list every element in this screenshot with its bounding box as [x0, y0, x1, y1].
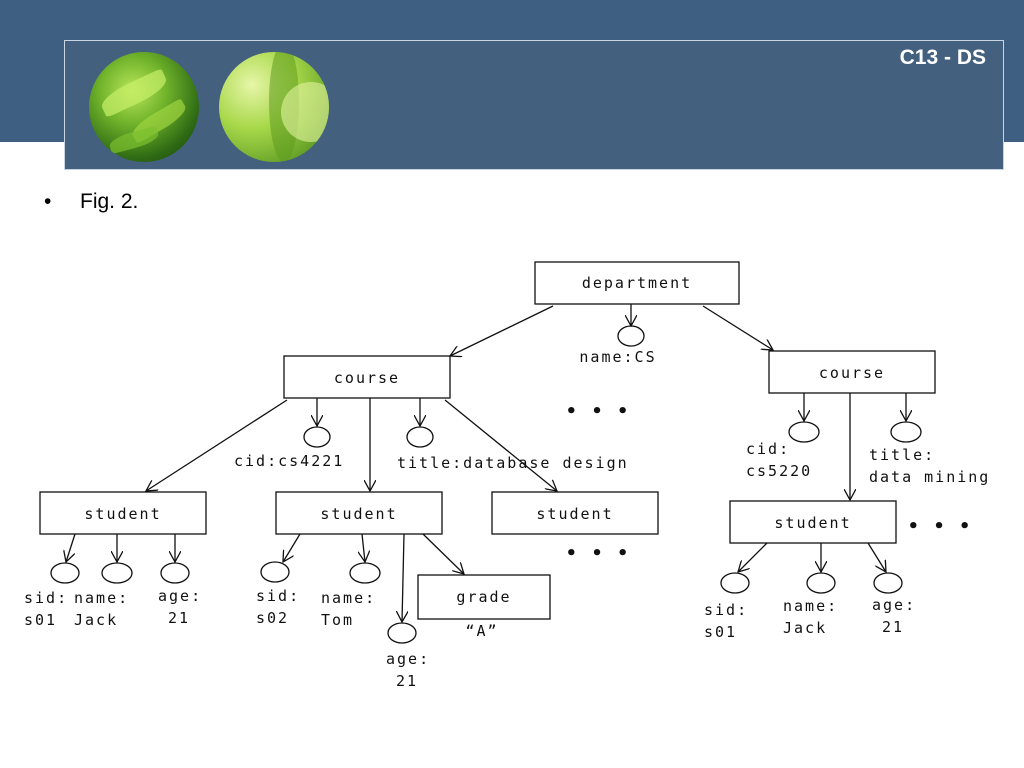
attr-s1-age: [160, 562, 190, 584]
bullet-marker: •: [44, 190, 52, 213]
s1-sid-line1: sid:: [24, 589, 68, 607]
edge-s2-name: [362, 533, 365, 562]
edge-course1-student3: [444, 399, 557, 491]
edge-dept-course1: [450, 305, 554, 356]
student4-label: student: [774, 514, 851, 532]
s2-age-line1: age:: [386, 650, 430, 668]
student3-label: student: [536, 505, 613, 523]
leaf-photo-1: [89, 52, 199, 162]
student-node-3: [491, 491, 659, 535]
course2-cid-line2: cs5220: [746, 462, 812, 480]
s4-sid-line1: sid:: [704, 601, 748, 619]
edge-s2-sid: [283, 533, 301, 562]
student-node-2: [275, 491, 443, 535]
s2-sid-line2: s02: [256, 609, 289, 627]
s2-name-line1: name:: [321, 589, 376, 607]
s4-sid-line2: s01: [704, 623, 737, 641]
student1-label: student: [84, 505, 161, 523]
ellipsis-course-level: • • •: [566, 401, 630, 422]
edge-dept-course2: [702, 305, 773, 350]
s4-name-line2: Jack: [783, 619, 827, 637]
edge-course1-student1: [146, 399, 288, 491]
course1-label: course: [334, 369, 400, 387]
attr-s2-age: [387, 622, 417, 644]
course-node-2: [768, 350, 936, 394]
attr-dept-name: [617, 325, 645, 347]
attr-s2-name: [349, 562, 381, 584]
attr-s4-name: [806, 572, 836, 594]
course-node-1: [283, 355, 451, 399]
attr-s1-name: [101, 562, 133, 584]
ellipsis-student-level: • • •: [566, 543, 630, 564]
attr-s4-sid: [720, 572, 750, 594]
edge-s2-grade: [422, 533, 464, 574]
figure-caption: Fig. 2.: [80, 190, 139, 213]
course2-label: course: [819, 364, 885, 382]
course1-cid-label: cid:cs4221: [234, 452, 344, 470]
attr-course1-title: [406, 426, 434, 448]
attr-course1-cid: [303, 426, 331, 448]
slide-title: C13 - DS: [899, 46, 986, 69]
edge-s2-age: [402, 533, 404, 622]
department-node: [534, 261, 740, 305]
s2-age-line2: 21: [396, 672, 418, 690]
attr-s1-sid: [50, 562, 80, 584]
s1-sid-line2: s01: [24, 611, 57, 629]
s1-age-line2: 21: [168, 609, 190, 627]
s4-age-line1: age:: [872, 596, 916, 614]
edge-s4-age: [867, 542, 886, 572]
grade-value-label: “A”: [465, 622, 498, 640]
student-node-4: [729, 500, 897, 544]
s1-age-line1: age:: [158, 587, 202, 605]
attr-course2-title: [890, 421, 922, 443]
s4-name-line1: name:: [783, 597, 838, 615]
s2-name-line2: Tom: [321, 611, 354, 629]
leaf-photo-2: [219, 52, 329, 162]
course1-title-label: title:database design: [397, 454, 629, 472]
grade-label: grade: [456, 588, 511, 606]
department-label: department: [582, 274, 692, 292]
s1-name-line1: name:: [74, 589, 129, 607]
bullet-item: • Fig. 2.: [44, 190, 138, 214]
course2-title-line2: data mining: [869, 468, 990, 486]
edge-s4-sid: [738, 542, 768, 572]
course2-cid-line1: cid:: [746, 440, 790, 458]
course2-title-line1: title:: [869, 446, 935, 464]
s2-sid-line1: sid:: [256, 587, 300, 605]
s4-age-line2: 21: [882, 618, 904, 636]
grade-node: [417, 574, 551, 620]
student2-label: student: [320, 505, 397, 523]
student-node-1: [39, 491, 207, 535]
attr-course2-cid: [788, 421, 820, 443]
attr-s2-sid: [260, 561, 290, 583]
dept-name-label: name:CS: [579, 348, 656, 366]
attr-s4-age: [873, 572, 903, 594]
s1-name-line2: Jack: [74, 611, 118, 629]
ellipsis-course2-students: • • •: [908, 516, 972, 537]
edge-s1-sid: [66, 533, 76, 562]
